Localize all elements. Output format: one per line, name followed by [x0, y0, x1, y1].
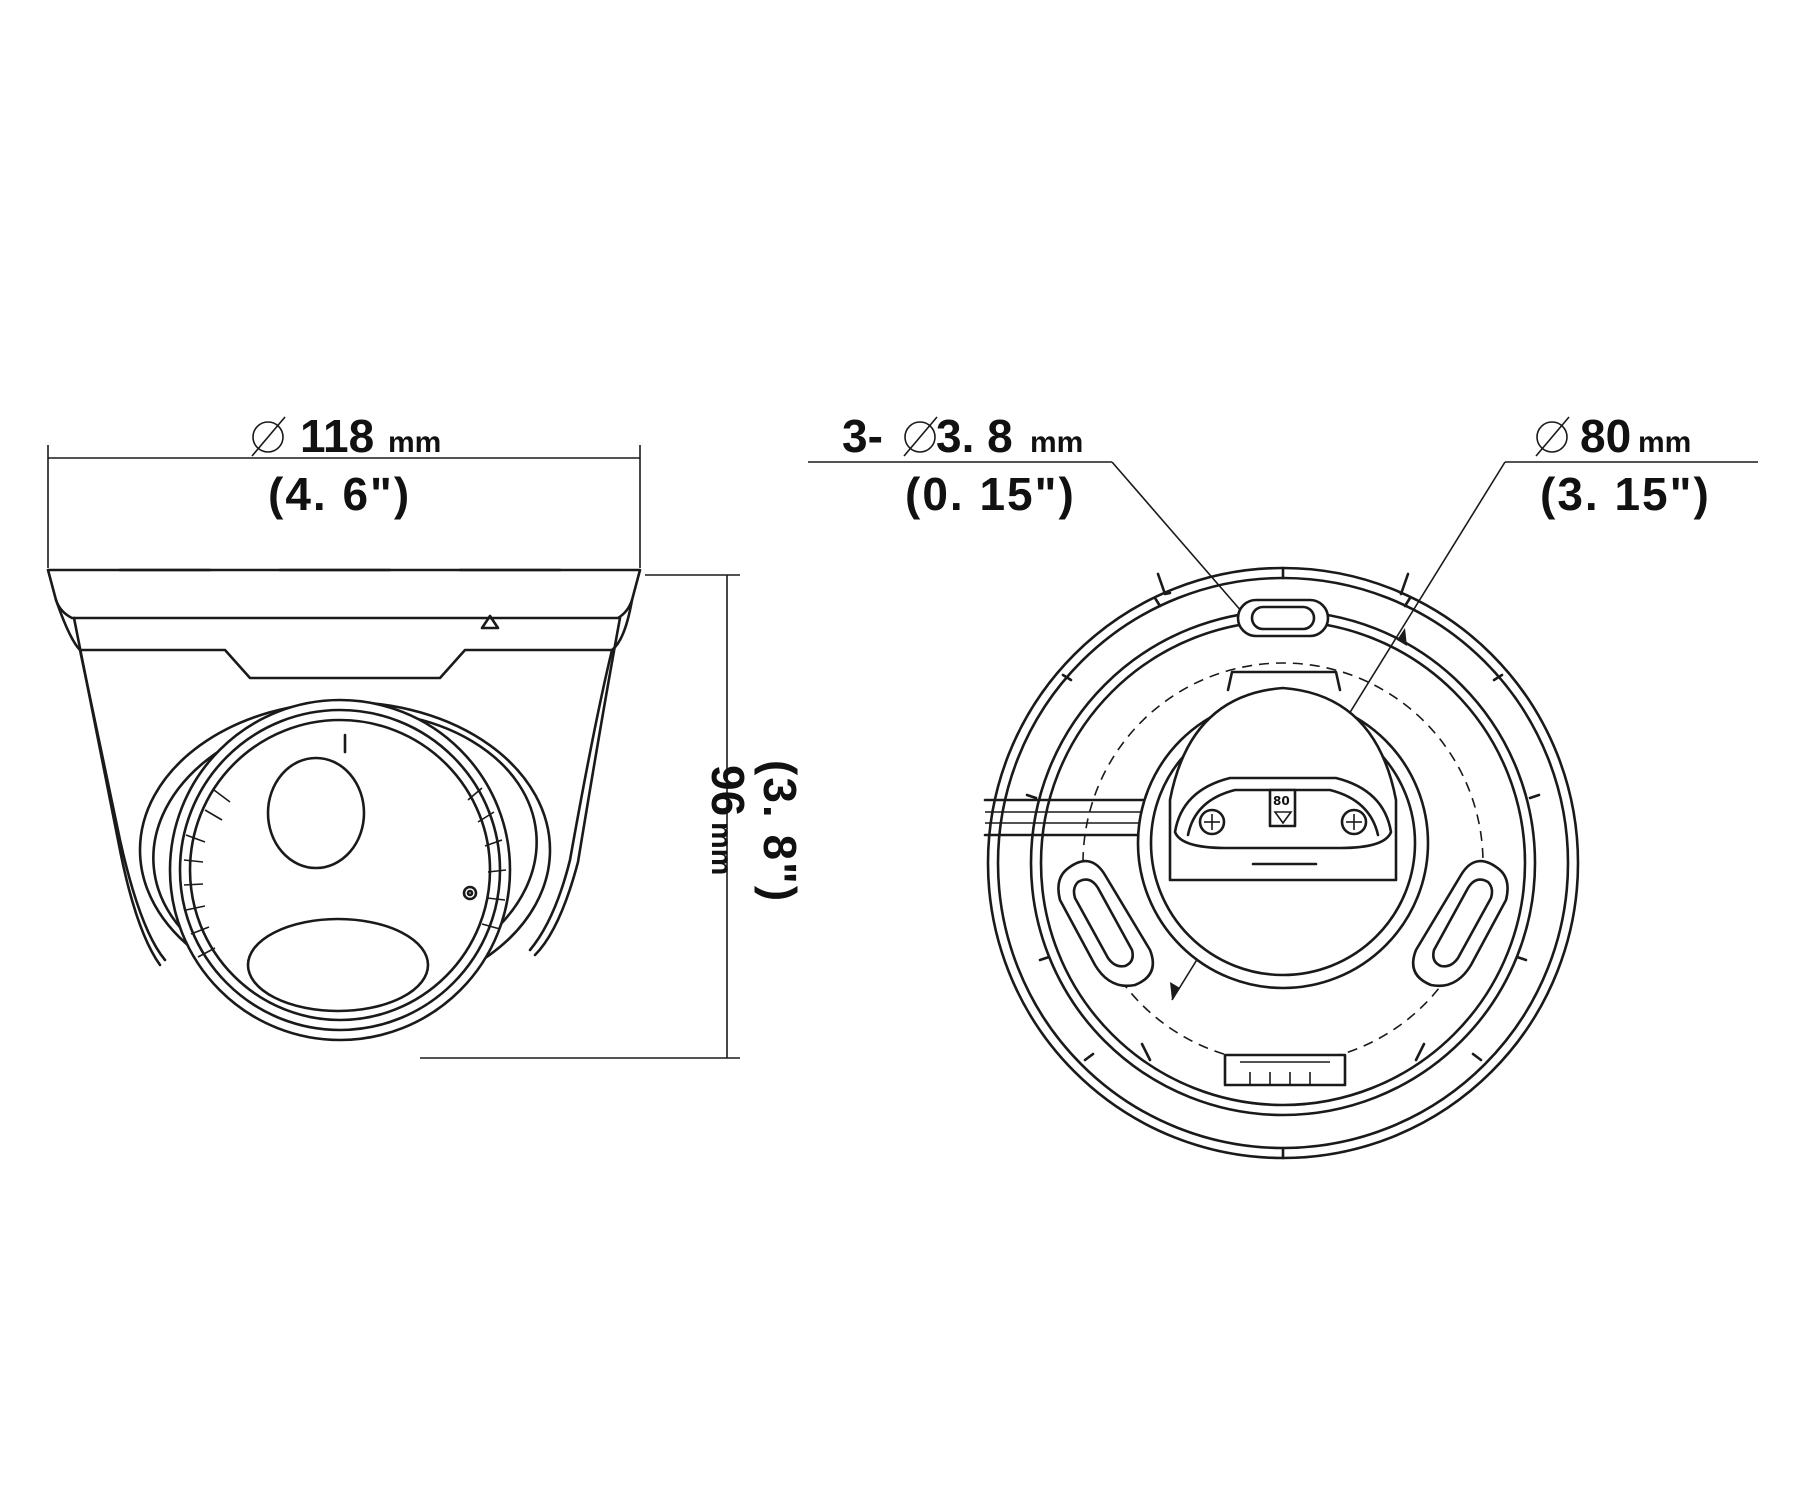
height-mm-value: 96: [702, 765, 754, 816]
pitch-mm-unit: mm: [1638, 426, 1691, 459]
diameter-symbol-icon: [1535, 416, 1570, 457]
mounting-hole-top: [1236, 598, 1330, 638]
light-sensor-icon: [462, 885, 478, 901]
diameter-symbol-icon: [903, 416, 938, 457]
width-mm-unit: mm: [388, 426, 441, 459]
mounting-hole-left: [1057, 859, 1155, 988]
screw-left-icon: [1198, 808, 1226, 836]
bottom-connector: [1223, 1053, 1347, 1087]
screw-right-icon: [1340, 808, 1368, 836]
label-marking: 80: [1273, 794, 1290, 808]
ir-led-lower: [246, 917, 430, 1013]
pitch-inch-value: (3. 15"): [1540, 468, 1711, 520]
mounting-hole-right: [1411, 859, 1509, 988]
bottom-view: 3- 3. 8 mm (0. 15") 80 mm (3. 15"): [808, 410, 1758, 1160]
hole-dimension: 3- 3. 8 mm (0. 15"): [808, 410, 1263, 636]
hole-inch-value: (0. 15"): [905, 468, 1076, 520]
camera-side-body: [46, 568, 642, 1042]
hole-diameter-value: 3. 8: [936, 410, 1013, 462]
rim-notches: [1025, 566, 1541, 1160]
camera-base-plate: 80: [983, 566, 1580, 1160]
side-view: 118 mm (4. 6") 96 mm (3. 8"): [46, 410, 806, 1059]
grip-ribs: [183, 787, 507, 958]
width-mm-value: 118: [300, 410, 374, 462]
width-inch-value: (4. 6"): [268, 468, 411, 520]
height-inch-value: (3. 8"): [754, 760, 806, 903]
lens-upper: [266, 756, 366, 870]
diameter-symbol-icon: [251, 416, 286, 457]
pitch-mm-value: 80: [1580, 410, 1631, 462]
hole-diameter-unit: mm: [1030, 426, 1083, 459]
hole-count-value: 3-: [842, 410, 883, 462]
label-plate: [1268, 788, 1297, 828]
width-dimension: 118 mm (4. 6"): [47, 410, 641, 568]
cable-channel: [983, 798, 1152, 837]
height-mm-unit: mm: [705, 822, 738, 875]
height-dimension: 96 mm (3. 8"): [420, 574, 806, 1059]
